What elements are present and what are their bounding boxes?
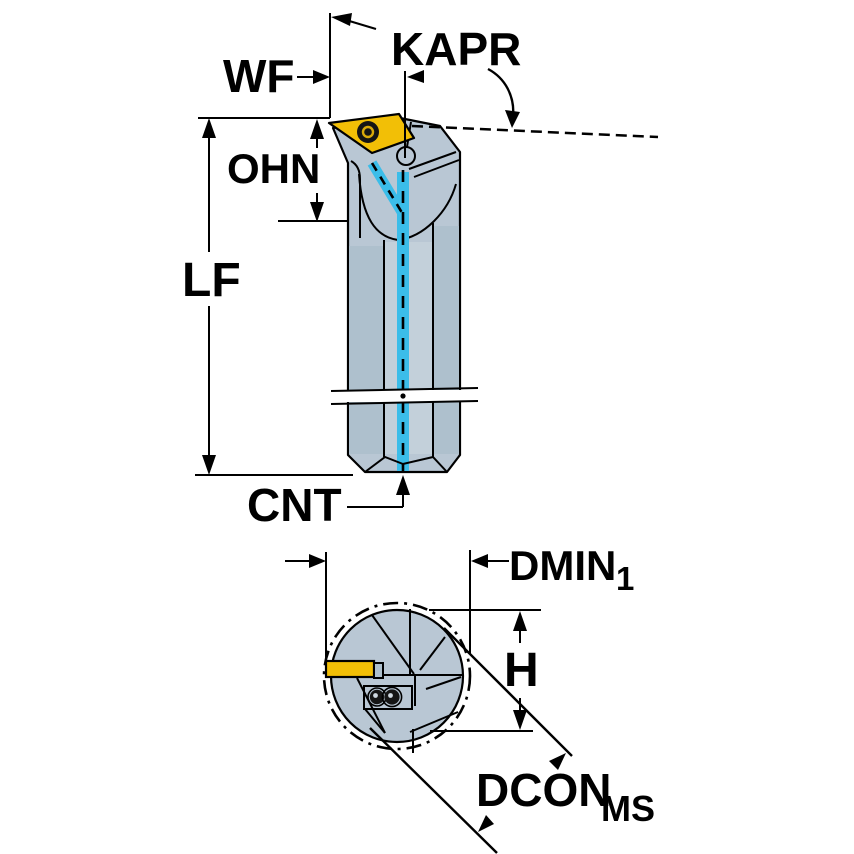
lf-arrow-up bbox=[202, 118, 216, 138]
kapr-arc bbox=[487, 67, 515, 118]
chamfer-line-1 bbox=[408, 151, 457, 170]
dmin-label: DMIN bbox=[509, 542, 616, 589]
kapr-label: KAPR bbox=[391, 23, 521, 75]
end-view: DMIN 1 H DCON MS bbox=[285, 542, 655, 854]
dmin-label-sub: 1 bbox=[616, 560, 634, 597]
kapr-edge-dashed-line bbox=[411, 124, 659, 139]
ohn-arrow-down bbox=[310, 202, 324, 222]
pocket-left-edge bbox=[350, 160, 361, 238]
facet-right bbox=[434, 226, 459, 454]
dcon-label-sub: MS bbox=[601, 788, 655, 829]
facet-left bbox=[349, 246, 383, 454]
dcon-tangent-line-1 bbox=[443, 627, 573, 757]
dcon-label: DCON bbox=[476, 764, 611, 816]
dcon-tangent-line-2 bbox=[369, 727, 498, 854]
side-view: WF KAPR OHN LF CNT bbox=[182, 13, 659, 531]
kapr-arc-arrow bbox=[505, 110, 520, 128]
wf-right-arrow bbox=[407, 70, 424, 83]
insert-screw-center bbox=[364, 128, 372, 136]
dmin-circle-dashdot bbox=[322, 601, 472, 751]
shank-bottom-detail bbox=[364, 455, 448, 473]
cnt-arrow bbox=[396, 475, 410, 495]
chamfer-line-2 bbox=[413, 159, 460, 178]
ohn-arrow-up bbox=[310, 119, 324, 139]
wf-leader-arrow bbox=[331, 13, 352, 26]
wf-label: WF bbox=[223, 50, 295, 102]
end-internal-lines bbox=[356, 609, 462, 753]
dcon-arrow-ne bbox=[549, 753, 566, 770]
h-arrow-up bbox=[513, 611, 527, 631]
wf-arrow bbox=[313, 70, 330, 84]
cnt-label: CNT bbox=[247, 479, 342, 531]
h-label: H bbox=[504, 644, 539, 697]
dmin-arrow bbox=[471, 554, 488, 568]
screw-box bbox=[363, 685, 413, 710]
break-line-lower bbox=[330, 400, 479, 405]
clamp-screws bbox=[367, 686, 403, 708]
lf-label: LF bbox=[182, 254, 241, 307]
coolant-dot bbox=[400, 393, 406, 399]
insert-end bbox=[324, 659, 376, 679]
dmin-left-arrow bbox=[309, 554, 326, 568]
lf-arrow-down bbox=[202, 455, 216, 475]
coolant-dash-diagonal bbox=[370, 162, 406, 217]
dcon-arrow-sw bbox=[478, 815, 494, 832]
h-arrow-down bbox=[513, 710, 527, 730]
ohn-label: OHN bbox=[227, 145, 320, 192]
insert-end-step bbox=[373, 662, 384, 679]
wf-leader-line bbox=[345, 19, 377, 30]
break-line-upper bbox=[330, 387, 479, 392]
